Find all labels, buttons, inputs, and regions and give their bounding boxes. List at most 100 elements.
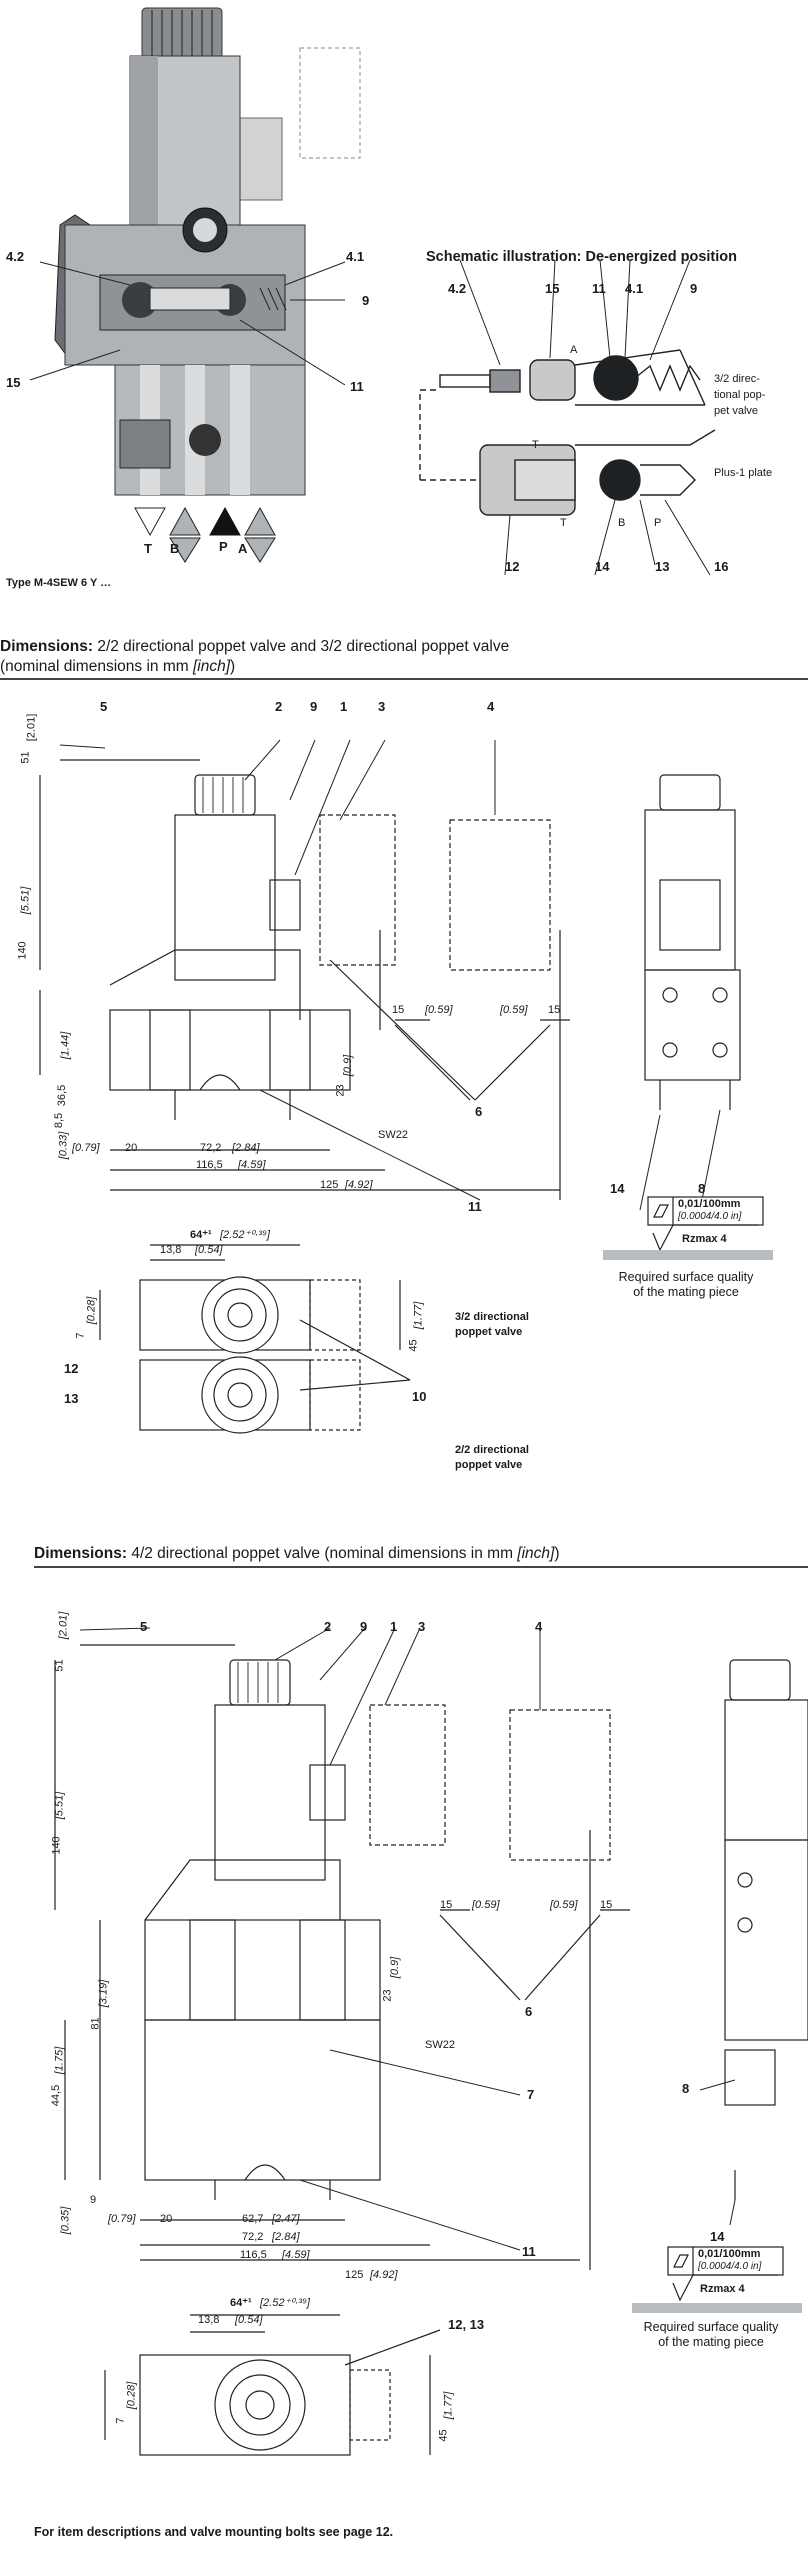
s2-rzmax: Rzmax 4 xyxy=(700,2283,745,2295)
s1-dim-059a: [0.59] xyxy=(425,1004,453,1016)
s2-dim-125: 125 xyxy=(345,2269,364,2281)
s1-rzmax: Rzmax 4 xyxy=(682,1233,727,1245)
s2-sw22: SW22 xyxy=(425,2039,455,2051)
s2-dim-45i: [1.77] xyxy=(442,2391,455,2420)
schematic-port-P: P xyxy=(654,517,662,529)
schematic-diagram xyxy=(419,259,716,576)
s2-dim-445i: [1.75] xyxy=(53,2046,66,2075)
s1-dim-059b: [0.59] xyxy=(500,1004,528,1016)
s2-dim-140: 140 xyxy=(50,1836,63,1855)
footer-note: For item descriptions and valve mounting… xyxy=(34,2525,394,2539)
section1-title: Dimensions: 2/2 directional poppet valve… xyxy=(0,638,510,655)
s2-dim-138: 13,8 xyxy=(198,2314,220,2326)
schematic-note-plate: Plus-1 plate xyxy=(714,467,773,479)
s2-dim-627: 62,7 xyxy=(242,2213,264,2225)
s1-callout-10: 10 xyxy=(412,1389,427,1404)
s2-surface-caption: Required surface quality of the mating p… xyxy=(643,2320,779,2349)
schematic-callout-16: 16 xyxy=(714,559,729,574)
s2-dim-035: [0.35] xyxy=(59,2206,72,2235)
port-P: P xyxy=(219,539,228,554)
s1-dim-20: 20 xyxy=(125,1142,138,1154)
s2-callout-5: 5 xyxy=(140,1619,148,1634)
s1-dim-722: 72,2 xyxy=(200,1142,222,1154)
s2-dim-81i: [3.19] xyxy=(97,1979,110,2008)
schematic-callout-4-2: 4.2 xyxy=(448,281,467,296)
s1-dim-51: 51 xyxy=(19,751,32,764)
s1-surface-quality-symbol xyxy=(603,1196,773,1260)
s1-dim-138: 13,8 xyxy=(160,1244,182,1256)
s2-flatness-inch: [0.0004/4.0 in] xyxy=(698,2261,762,2272)
s1-callout-4: 4 xyxy=(487,699,495,714)
s2-dim-51i: [2.01] xyxy=(57,1611,70,1640)
port-A: A xyxy=(238,541,248,556)
s1-dim-45: 45 xyxy=(407,1339,420,1352)
s1-dim-140i: [5.51] xyxy=(19,886,32,915)
s1-dim-365: 36,5 xyxy=(56,1084,69,1107)
s2-surface-quality-symbol xyxy=(632,2246,802,2313)
s2-dim-81: 81 xyxy=(89,2017,102,2030)
s2-dim-627i: [2.47] xyxy=(272,2213,300,2225)
s1-callout-11: 11 xyxy=(468,1199,482,1214)
s2-dim-059a: [0.59] xyxy=(472,1899,500,1911)
s2-callout-12-13: 12, 13 xyxy=(448,2317,485,2332)
s1-dim-722i: [2.84] xyxy=(232,1142,260,1154)
s1-dim-125: 125 xyxy=(320,1179,339,1191)
s1-callout-9: 9 xyxy=(310,699,318,714)
s1-sw22: SW22 xyxy=(378,1129,408,1141)
s1-flatness-inch: [0.0004/4.0 in] xyxy=(678,1211,742,1222)
s2-dim-125i: [4.92] xyxy=(370,2269,398,2281)
section2-side-view-drawing xyxy=(54,1627,808,2270)
s1-callout-13: 13 xyxy=(64,1391,79,1406)
s1-callout-6: 6 xyxy=(475,1104,483,1119)
s2-dim-140i: [5.51] xyxy=(53,1791,66,1820)
s2-callout-11: 11 xyxy=(522,2244,536,2259)
s2-dim-9: 9 xyxy=(90,2194,97,2206)
s2-dim-51: 51 xyxy=(53,1659,66,1672)
schematic-port-A: A xyxy=(570,344,578,356)
schematic-callout-12: 12 xyxy=(505,559,520,574)
s1-dim-23i: [0.9] xyxy=(342,1054,355,1077)
s1-dim-7i: [0.28] xyxy=(85,1296,98,1325)
s1-dim-1165i: [4.59] xyxy=(238,1159,266,1171)
section1-subtitle: (nominal dimensions in mm [inch]) xyxy=(0,658,236,675)
s1-label-22: 2/2 directional poppet valve xyxy=(455,1444,529,1472)
s2-callout-14: 14 xyxy=(710,2229,725,2244)
s2-dim-1165: 116,5 xyxy=(240,2249,267,2261)
valve-cutaway-illustration xyxy=(29,7,361,563)
s1-callout-12: 12 xyxy=(64,1361,79,1376)
s1-dim-64: 64⁺¹ xyxy=(190,1229,212,1241)
s1-dim-23: 23 xyxy=(334,1084,347,1097)
schematic-callout-9: 9 xyxy=(690,281,698,296)
schematic-title: Schematic illustration: De-energized pos… xyxy=(426,249,737,265)
s1-dim-138i: [0.54] xyxy=(195,1244,223,1256)
s1-dim-125i: [4.92] xyxy=(345,1179,373,1191)
schematic-callout-14: 14 xyxy=(595,559,610,574)
s2-dim-1165i: [4.59] xyxy=(282,2249,310,2261)
s1-dim-1165: 116,5 xyxy=(196,1159,223,1171)
s1-dim-079: [0.79] xyxy=(72,1142,100,1154)
s1-dim-15b: 15 xyxy=(548,1004,561,1016)
s2-dim-138i: [0.54] xyxy=(235,2314,263,2326)
s2-callout-2: 2 xyxy=(324,1619,332,1634)
s2-callout-4: 4 xyxy=(535,1619,543,1634)
s1-dim-64i: [2.52⁺⁰·³⁹] xyxy=(220,1229,270,1241)
schematic-port-T: T xyxy=(560,517,567,529)
s1-dim-45i: [1.77] xyxy=(412,1301,425,1330)
s2-top-view xyxy=(104,2314,441,2456)
s1-callout-1: 1 xyxy=(340,699,348,714)
schematic-callout-11: 11 xyxy=(592,281,606,296)
s2-callout-1: 1 xyxy=(390,1619,398,1634)
s2-dim-15b: 15 xyxy=(600,1899,613,1911)
schematic-callout-13: 13 xyxy=(655,559,670,574)
s1-dim-365i: [1.44] xyxy=(59,1031,72,1060)
s1-dim-51i: [2.01] xyxy=(25,713,38,742)
callout-4-1: 4.1 xyxy=(346,249,365,264)
s2-flatness: 0,01/100mm xyxy=(698,2248,761,2260)
schematic-port-T-top: T xyxy=(532,439,539,451)
s1-dim-85: 8,5 xyxy=(53,1112,66,1129)
s2-dim-45: 45 xyxy=(437,2429,450,2442)
callout-15: 15 xyxy=(6,375,21,390)
s2-dim-15a: 15 xyxy=(440,1899,453,1911)
section2-title: Dimensions: 4/2 directional poppet valve… xyxy=(34,1545,560,1562)
s1-callout-5: 5 xyxy=(100,699,108,714)
